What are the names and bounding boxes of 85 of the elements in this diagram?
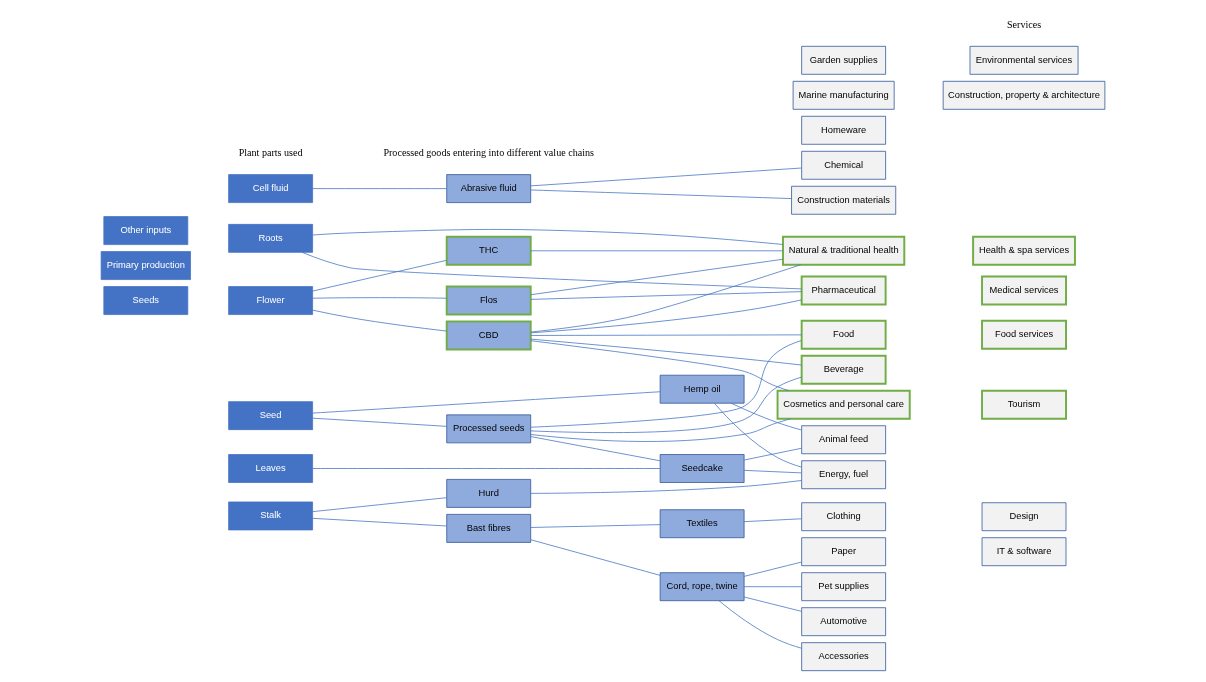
node-box: Natural & traditional health [782,235,906,266]
connector [718,600,803,649]
node-box: Leaves [228,454,313,483]
connector [312,297,447,299]
node-box: Food [800,319,887,350]
connector [530,338,802,366]
node-box: Seeds [103,286,189,315]
node-box: Homeware [801,115,886,145]
node-box: IT & software [981,537,1067,567]
node-box: Construction, property & architecture [942,80,1106,110]
node-box: Food services [981,319,1067,350]
node-box: Primary production [100,251,191,280]
connector [530,264,801,333]
node-box: Health & spa services [972,235,1076,266]
connector [530,418,791,442]
connector [530,250,784,252]
node-box: THC [445,235,532,266]
node-box: Seedcake [659,454,745,483]
label: Processed goods entering into different value chains [383,147,595,159]
connector [312,468,661,469]
connector [530,524,661,528]
connector [312,517,447,527]
connector [530,258,784,296]
connector [312,417,447,427]
node-box: Marine manufacturing [792,80,895,110]
node-box: Beverage [800,354,887,385]
connector [530,376,802,433]
node-box: Accessories [801,642,886,672]
connector [530,480,802,494]
connector [714,403,802,468]
connector [302,252,802,290]
connector [530,189,792,199]
node-box: Design [981,502,1067,532]
node-box: Cosmetics and personal care [776,389,911,420]
node-box: Cord, rope, twine [659,572,745,602]
node-box: Pharmaceutical [800,275,887,306]
node-box: Energy, fuel [801,460,886,490]
node-box: Abrasive fluid [446,174,532,203]
connector [312,391,661,414]
connector [312,309,448,332]
connector [743,447,802,461]
label: Plant parts used [238,147,303,159]
connector [530,340,790,392]
connector [530,167,802,187]
connector [743,561,802,577]
connector [530,299,802,334]
connector [530,334,802,336]
connector [743,596,802,612]
connector [743,518,802,523]
connector [312,259,447,292]
node-box: Tourism [981,389,1067,420]
node-box: Hurd [446,479,532,508]
node-box: Other inputs [103,216,189,245]
connector [530,340,802,428]
node-box: Roots [228,224,313,253]
node-box: CBD [445,320,532,351]
connector [743,469,802,474]
node-box: Automotive [801,607,886,637]
node-box: Flos [445,285,532,316]
label: Services [1006,18,1042,30]
node-box: Textiles [659,509,745,539]
connector [530,436,661,462]
connector [530,291,802,300]
connector [530,539,661,576]
node-box: Processed seeds [446,414,532,444]
node-box: Paper [801,537,886,567]
connector [731,402,802,431]
node-box: Environmental services [969,45,1079,75]
connector [312,188,447,189]
connector [312,229,784,245]
connector [312,497,447,513]
node-box: Chemical [801,150,886,180]
node-box: Bast fibres [446,514,532,543]
node-box: Flower [228,286,313,315]
node-box: Cell fluid [228,174,313,203]
node-box: Pet supplies [801,572,886,602]
node-box: Construction materials [791,185,897,215]
node-box: Clothing [801,502,886,532]
node-box: Stalk [228,501,313,531]
node-box: Garden supplies [801,45,886,75]
node-box: Hemp oil [659,374,745,404]
node-box: Animal feed [801,425,886,455]
node-box: Seed [228,401,313,431]
connector [743,586,802,588]
node-box: Medical services [981,275,1067,306]
